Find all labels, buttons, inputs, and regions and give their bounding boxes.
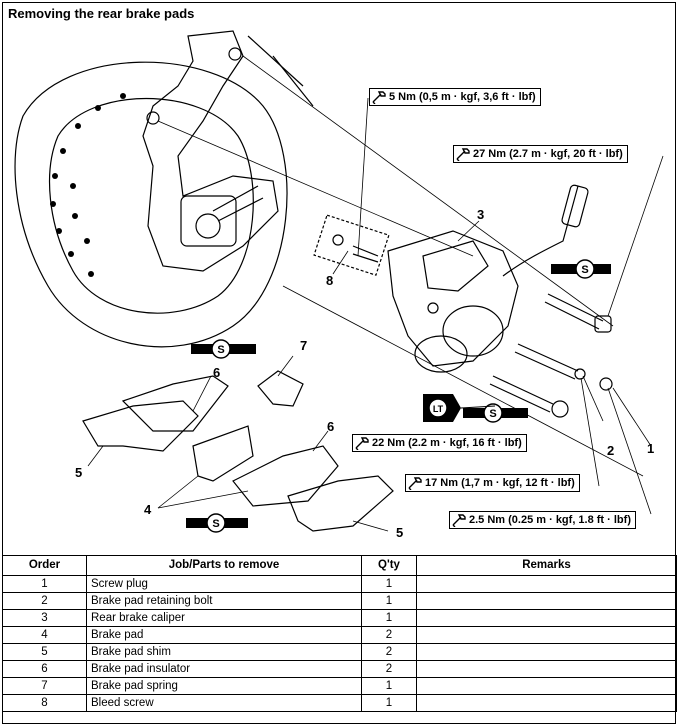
cell-qty: 1 [361,694,417,712]
cell-qty: 1 [361,575,417,593]
cell-part: Brake pad spring [86,677,362,695]
brake-pads [82,370,394,532]
table-header-row: Order Job/Parts to remove Q'ty Remarks [2,555,677,576]
header-qty: Q'ty [361,555,417,576]
table-row: 4 Brake pad 2 [2,626,677,644]
svg-text:S: S [581,264,588,276]
header-order: Order [2,555,87,576]
part-label-6: 6 [213,365,221,380]
svg-text:S: S [489,408,496,420]
cell-remarks [416,643,677,661]
torque-wrench-icon [452,513,466,527]
torque-wrench-icon [456,147,470,161]
cell-part: Brake pad retaining bolt [86,592,362,610]
brake-disc [14,61,288,348]
cell-order: 6 [2,660,87,678]
cell-qty: 2 [361,626,417,644]
part-label-1: 1 [647,441,655,456]
grease-symbol: S [551,259,611,279]
torque-callout-screw-plug: 2.5 Nm (0.25 m · kgf, 1.8 ft · lbf) [449,511,636,529]
svg-text:S: S [212,518,219,530]
cell-part: Screw plug [86,575,362,593]
cell-qty: 1 [361,609,417,627]
part-label-5: 5 [75,465,83,480]
table-row: 1 Screw plug 1 [2,575,677,593]
locktite-symbol: LT [423,394,496,422]
table-row: 2 Brake pad retaining bolt 1 [2,592,677,610]
svg-text:S: S [217,344,224,356]
cell-order: 5 [2,643,87,661]
torque-wrench-icon [408,476,422,490]
cell-qty: 1 [361,592,417,610]
header-job-parts: Job/Parts to remove [86,555,362,576]
parts-table: Order Job/Parts to remove Q'ty Remarks 1… [2,555,677,712]
part-label-2: 2 [607,443,615,458]
torque-callout-17nm: 17 Nm (1,7 m · kgf, 12 ft · lbf) [405,474,580,492]
leader-lines [87,97,664,532]
cell-part: Brake pad insulator [86,660,362,678]
caliper-bracket [142,30,314,272]
grease-symbol: S [186,513,248,533]
cell-order: 2 [2,592,87,610]
torque-wrench-icon [372,90,386,104]
part-label-7: 7 [300,338,308,353]
part-label-6: 6 [327,419,335,434]
page-title: Removing the rear brake pads [8,6,195,21]
cell-remarks [416,626,677,644]
cell-remarks [416,660,677,678]
guide-lines [157,55,644,477]
cell-qty: 2 [361,660,417,678]
part-label-5: 5 [396,525,404,540]
part-label-4: 4 [144,502,152,517]
cell-remarks [416,694,677,712]
cell-order: 4 [2,626,87,644]
cell-part: Brake pad [86,626,362,644]
svg-text:LT: LT [433,404,444,414]
cell-qty: 2 [361,643,417,661]
table-row: 6 Brake pad insulator 2 [2,660,677,678]
table-row: 5 Brake pad shim 2 [2,643,677,661]
table-row: 7 Brake pad spring 1 [2,677,677,695]
bleed-screw-parts [313,214,390,276]
cell-remarks [416,592,677,610]
cell-order: 7 [2,677,87,695]
torque-callout-retaining-bolt: 22 Nm (2.2 m · kgf, 16 ft · lbf) [352,434,527,452]
cell-part: Brake pad shim [86,643,362,661]
cell-part: Rear brake caliper [86,609,362,627]
cell-qty: 1 [361,677,417,695]
grease-symbol: S [463,403,528,423]
cell-remarks [416,609,677,627]
torque-callout-caliper-bolt: 27 Nm (2.7 m · kgf, 20 ft · lbf) [453,145,628,163]
table-row: 8 Bleed screw 1 [2,694,677,712]
part-label-8: 8 [326,273,334,288]
cell-order: 8 [2,694,87,712]
torque-callout-bleed-screw: 5 Nm (0,5 m · kgf, 3,6 ft · lbf) [369,88,541,106]
exploded-view-diagram: S S S S LT [14,30,664,533]
grease-symbol: S [191,339,256,359]
table-row: 3 Rear brake caliper 1 [2,609,677,627]
cell-part: Bleed screw [86,694,362,712]
rear-brake-caliper [387,184,589,373]
torque-wrench-icon [355,436,369,450]
header-remarks: Remarks [416,555,677,576]
cell-order: 3 [2,609,87,627]
part-label-3: 3 [477,207,485,222]
cell-order: 1 [2,575,87,593]
cell-remarks [416,677,677,695]
cell-remarks [416,575,677,593]
bolts [489,293,613,418]
